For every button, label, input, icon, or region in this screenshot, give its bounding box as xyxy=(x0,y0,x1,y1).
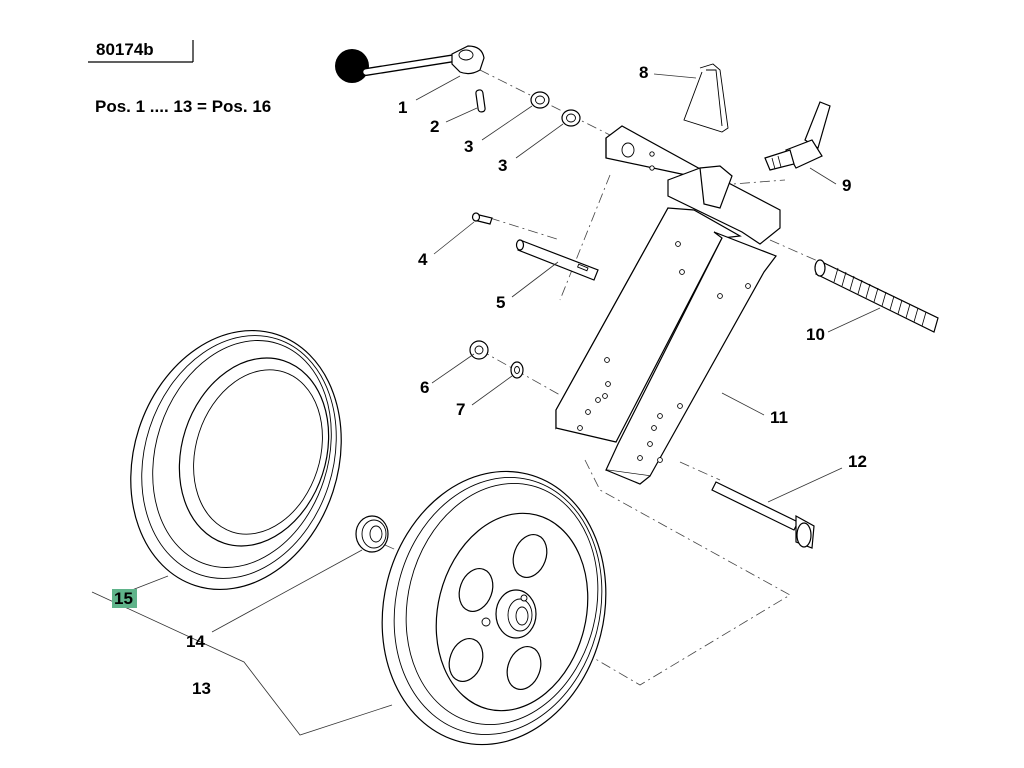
callout-7: 7 xyxy=(456,400,465,419)
callout-2: 2 xyxy=(430,117,439,136)
reference-code: 80174b xyxy=(96,40,154,59)
callout-9: 9 xyxy=(842,176,851,195)
callout-8: 8 xyxy=(639,63,648,82)
callout-labels: 1 2 3 3 4 5 6 7 8 9 10 11 12 13 14 15 xyxy=(112,63,867,698)
leg-channel xyxy=(555,207,777,485)
wing-bolt xyxy=(764,101,831,171)
callout-10: 10 xyxy=(806,325,825,344)
nut xyxy=(469,340,489,360)
crank-handle xyxy=(335,45,485,83)
callout-5: 5 xyxy=(496,293,505,312)
spring-clip xyxy=(683,63,729,133)
slotted-bar xyxy=(515,239,599,281)
leader-lines xyxy=(91,73,881,736)
callout-4: 4 xyxy=(418,250,428,269)
long-bolt xyxy=(711,481,815,549)
lock-washer xyxy=(510,361,524,379)
washer-b xyxy=(561,109,581,127)
callout-14: 14 xyxy=(186,632,205,651)
callout-13: 13 xyxy=(192,679,211,698)
callout-3a: 3 xyxy=(464,137,473,156)
callout-12: 12 xyxy=(848,452,867,471)
position-note: Pos. 1 .... 13 = Pos. 16 xyxy=(95,97,271,116)
leg-holes xyxy=(577,241,751,463)
callout-1: 1 xyxy=(398,98,407,117)
mounting-bracket xyxy=(605,125,781,245)
tyre xyxy=(130,329,342,591)
bearing xyxy=(355,515,389,553)
reference-code-box: 80174b xyxy=(88,40,194,63)
callout-15-highlight xyxy=(112,589,137,608)
callout-11: 11 xyxy=(770,408,788,427)
threaded-rod xyxy=(814,259,939,333)
callout-3b: 3 xyxy=(498,156,507,175)
callout-6: 6 xyxy=(420,378,429,397)
washer-a xyxy=(530,91,550,109)
wheel xyxy=(381,470,607,746)
callout-15: 15 xyxy=(114,589,133,608)
small-bolt xyxy=(471,212,493,225)
pin xyxy=(475,89,486,113)
